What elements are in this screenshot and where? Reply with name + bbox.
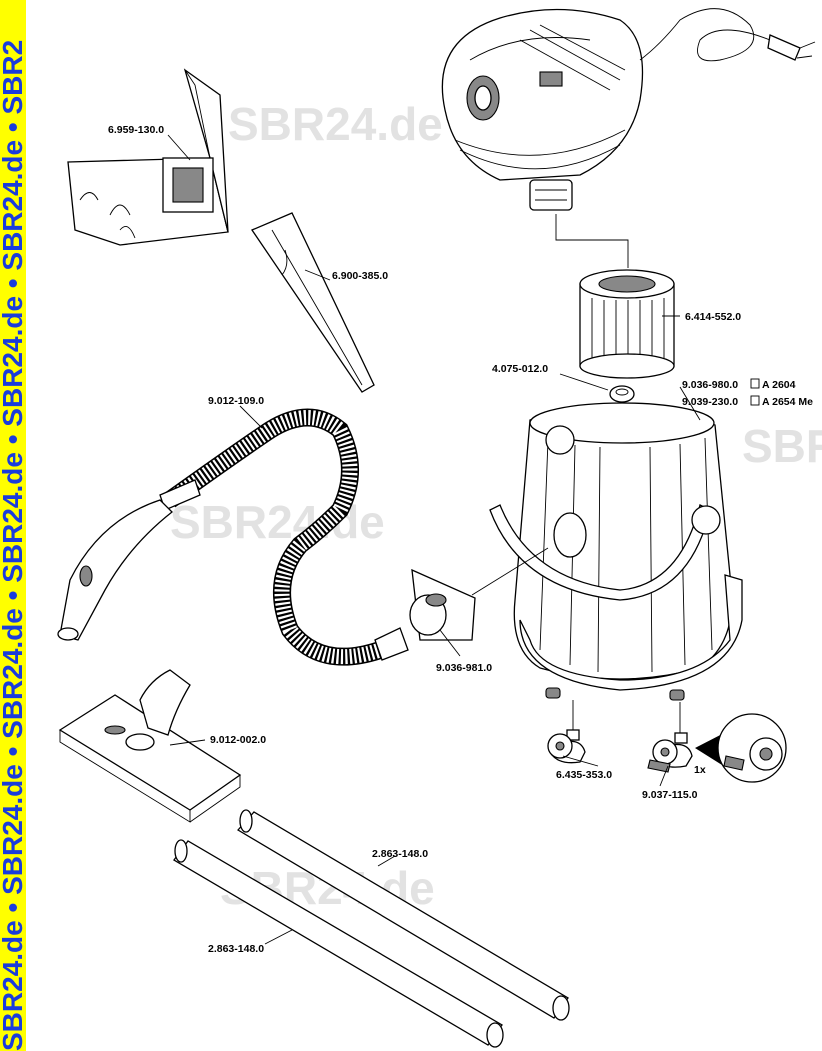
part-label: 9.036-981.0 bbox=[436, 662, 492, 674]
quantity-label: 1x bbox=[694, 764, 706, 776]
model-box bbox=[750, 378, 760, 389]
caster bbox=[547, 729, 586, 764]
model-box bbox=[750, 395, 760, 406]
watermark: SBR bbox=[742, 420, 822, 472]
motor-head bbox=[441, 8, 816, 211]
part-label: 2.863-148.0 bbox=[208, 943, 264, 955]
extension-tube bbox=[236, 809, 570, 1021]
leader-line bbox=[439, 629, 461, 657]
leader-line bbox=[679, 386, 701, 421]
washer bbox=[609, 385, 635, 403]
leader-line bbox=[169, 739, 206, 746]
caster-with-brake bbox=[647, 732, 693, 773]
floor-nozzle bbox=[58, 669, 242, 823]
leader-line bbox=[304, 269, 331, 281]
part-label: 6.414-552.0 bbox=[685, 311, 741, 323]
part-label: 6.900-385.0 bbox=[332, 270, 388, 282]
leader-line bbox=[264, 929, 293, 945]
part-label: 9.012-109.0 bbox=[208, 395, 264, 407]
part-label: 9.036-980.0 bbox=[682, 379, 738, 391]
filter-cartridge bbox=[579, 269, 675, 379]
leader-line bbox=[377, 855, 396, 867]
part-label: 9.037-115.0 bbox=[642, 789, 698, 801]
leader-line bbox=[659, 765, 669, 787]
crevice-nozzle bbox=[251, 212, 375, 393]
leader-line bbox=[559, 373, 609, 391]
container bbox=[489, 402, 743, 701]
leader-line bbox=[471, 547, 549, 596]
leader-line bbox=[555, 214, 629, 268]
part-label: 4.075-012.0 bbox=[492, 363, 548, 375]
model-label: A 2654 Me bbox=[762, 396, 813, 408]
part-label: 6.435-353.0 bbox=[556, 769, 612, 781]
part-label: 9.039-230.0 bbox=[682, 396, 738, 408]
leader-line bbox=[562, 755, 599, 767]
suction-hose bbox=[57, 408, 409, 666]
adapter bbox=[409, 568, 476, 641]
watermark: SBR24.de bbox=[228, 98, 443, 150]
dust-bag bbox=[67, 68, 229, 246]
leader-line bbox=[239, 405, 263, 429]
part-label: 9.012-002.0 bbox=[210, 734, 266, 746]
side-banner: SBR24.de • SBR24.de • SBR24.de • SBR24.d… bbox=[0, 0, 26, 1051]
brake-detail-callout bbox=[695, 713, 787, 783]
part-label: 2.863-148.0 bbox=[372, 848, 428, 860]
leader-line bbox=[167, 134, 191, 161]
extension-tube bbox=[173, 839, 504, 1048]
part-label: 6.959-130.0 bbox=[108, 124, 164, 136]
model-label: A 2604 bbox=[762, 379, 796, 391]
